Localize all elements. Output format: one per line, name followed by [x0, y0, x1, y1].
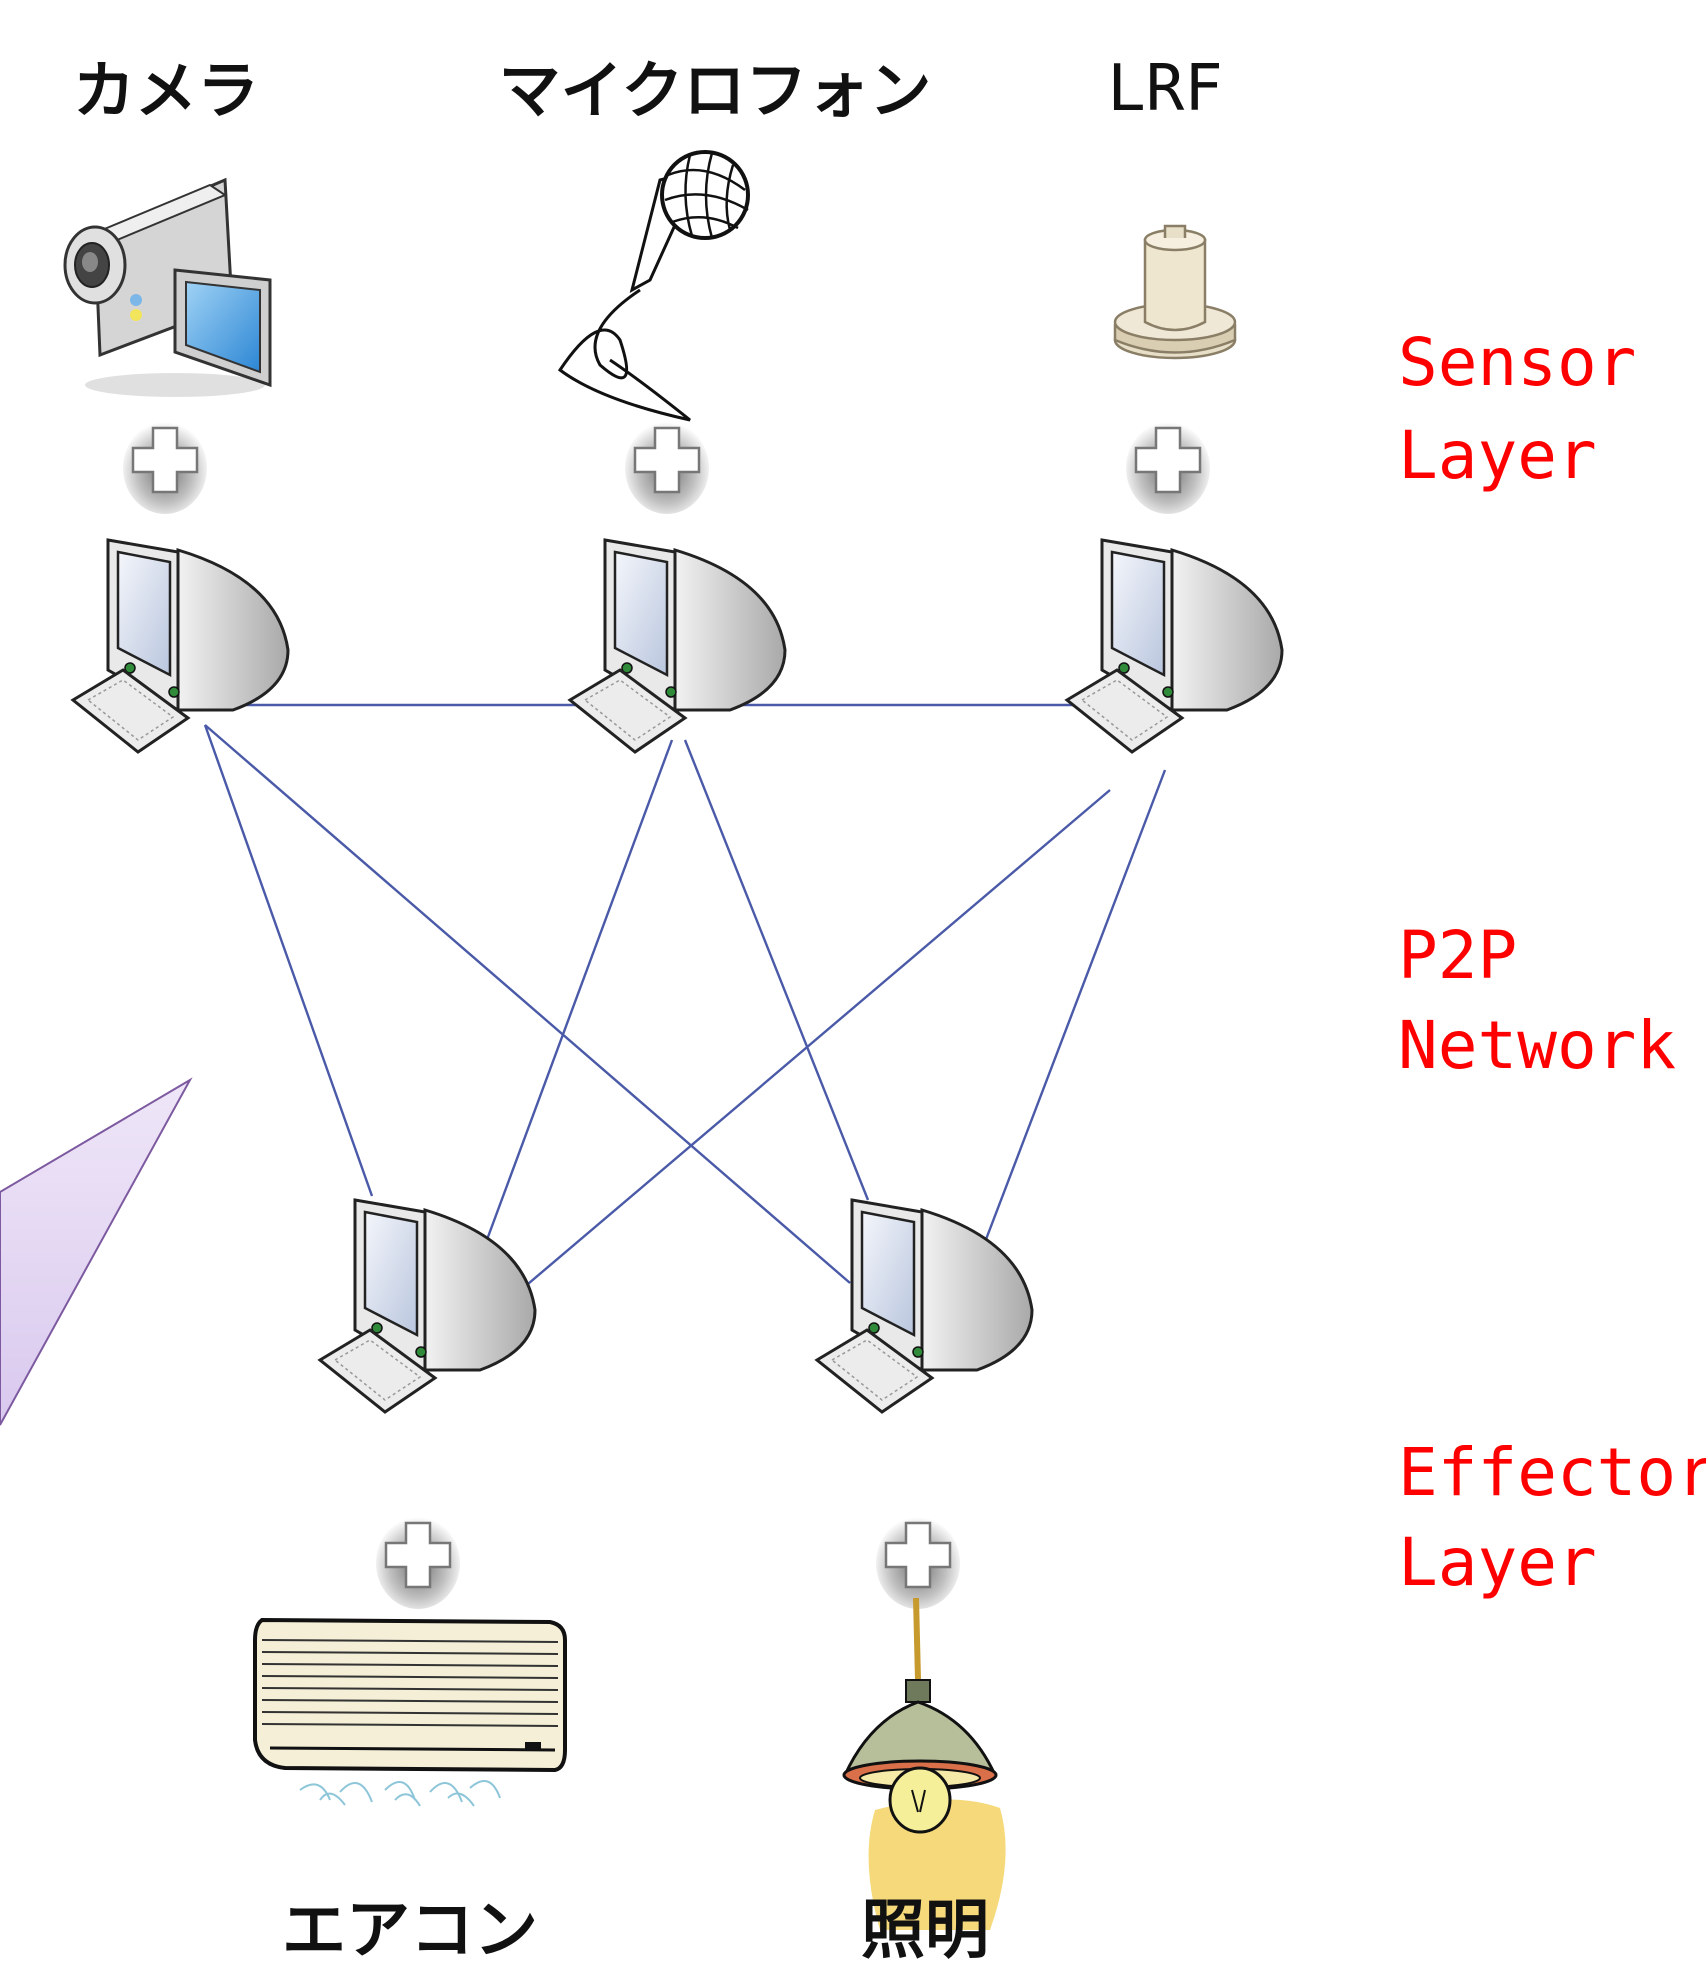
sensor-layer-label-2: Layer — [1398, 417, 1597, 494]
aircon-label: エアコン — [282, 1894, 538, 1968]
network-links — [203, 703, 1167, 1296]
link-lrf-aircon — [514, 789, 1111, 1296]
link-mic-aircon — [483, 739, 674, 1246]
computer-icon-lighting — [815, 1198, 1034, 1414]
plus-icon — [1124, 420, 1212, 516]
p2p-network-label-1: P2P — [1398, 917, 1517, 994]
lrf-sensor-icon — [1113, 224, 1237, 360]
link-mic-light — [683, 739, 870, 1201]
plus-icon — [874, 1515, 962, 1611]
link-camera-light — [204, 724, 851, 1284]
microphone-icon — [557, 150, 750, 422]
microphone-label: マイクロフォン — [499, 54, 932, 127]
lrf-label: LRF — [1107, 52, 1223, 126]
plus-icon — [121, 420, 209, 516]
computer-icon-aircon — [318, 1198, 537, 1414]
computer-icon-lrf — [1065, 538, 1284, 754]
video-camera-icon — [63, 177, 272, 397]
lighting-label: 照明 — [861, 1894, 989, 1968]
link-camera-aircon — [203, 724, 374, 1197]
plus-icon — [623, 420, 711, 516]
link-lrf-light — [983, 769, 1167, 1243]
callout-wedge — [0, 1077, 193, 1426]
air-conditioner-icon — [253, 1617, 567, 1807]
computer-icon-camera — [71, 538, 290, 754]
camera-label: カメラ — [73, 54, 259, 127]
sensor-layer-label-1: Sensor — [1398, 324, 1636, 401]
effectors-layer-label-1: Effectors — [1398, 1434, 1706, 1511]
pendant-lamp-icon — [842, 1597, 1006, 1930]
plus-icon — [374, 1515, 462, 1611]
p2p-network-label-2: Network — [1398, 1007, 1676, 1084]
effectors-layer-label-2: Layer — [1398, 1524, 1597, 1601]
computer-icon-microphone — [568, 538, 787, 754]
